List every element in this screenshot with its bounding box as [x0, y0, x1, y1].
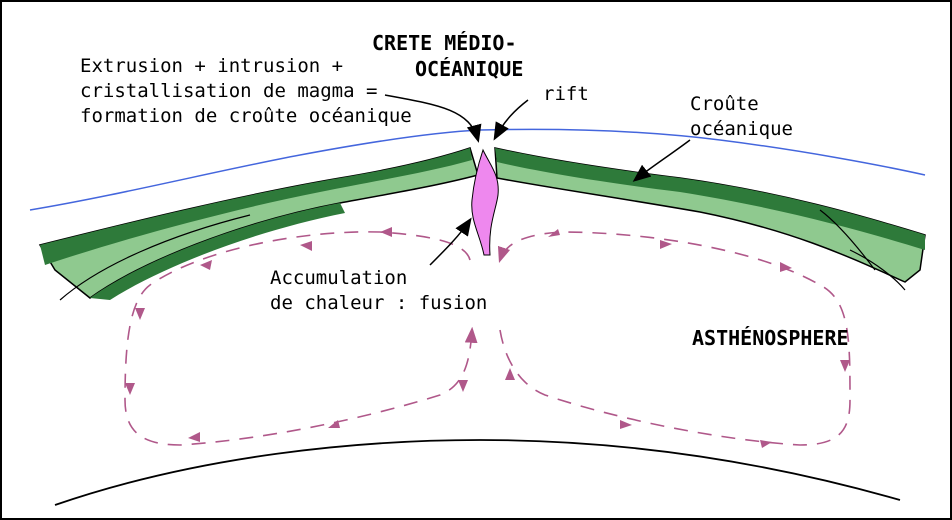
arrow-1: [380, 227, 392, 237]
arrow-14: [660, 240, 672, 249]
crust-label-line-1: Croûte: [690, 93, 759, 115]
crust-label-line-2: océanique: [690, 118, 793, 140]
process-label-line-1: Extrusion + intrusion +: [80, 55, 343, 77]
rift-leader: [495, 100, 528, 138]
arrow-2: [300, 241, 312, 251]
arrow-6: [188, 432, 200, 442]
arrow-12: [840, 360, 850, 372]
process-label-line-2: cristallisation de magma =: [80, 80, 377, 102]
asthenosphere-label: ASTHÉNOSPHERE: [692, 326, 849, 350]
arrow-7: [328, 420, 340, 428]
arrow-8: [458, 380, 468, 392]
ridge-title-line-2: OCÉANIQUE: [415, 57, 523, 81]
process-label-line-3: formation de croûte océanique: [80, 105, 412, 127]
arrow-3: [200, 260, 212, 270]
arrow-9: [505, 368, 515, 380]
crust-leader: [635, 140, 690, 180]
rift-label: rift: [543, 83, 589, 105]
ridge-title-line-1: CRETE MÉDIO-: [372, 31, 517, 55]
heat-label-line-2: de chaleur : fusion: [270, 292, 487, 314]
arrow-4: [135, 308, 145, 320]
arrow-11: [760, 440, 772, 448]
lithosphere-base-arc: [55, 440, 900, 505]
arrow-5: [125, 383, 135, 395]
heat-label-line-1: Accumulation: [270, 267, 407, 289]
arrow-10: [620, 420, 632, 429]
